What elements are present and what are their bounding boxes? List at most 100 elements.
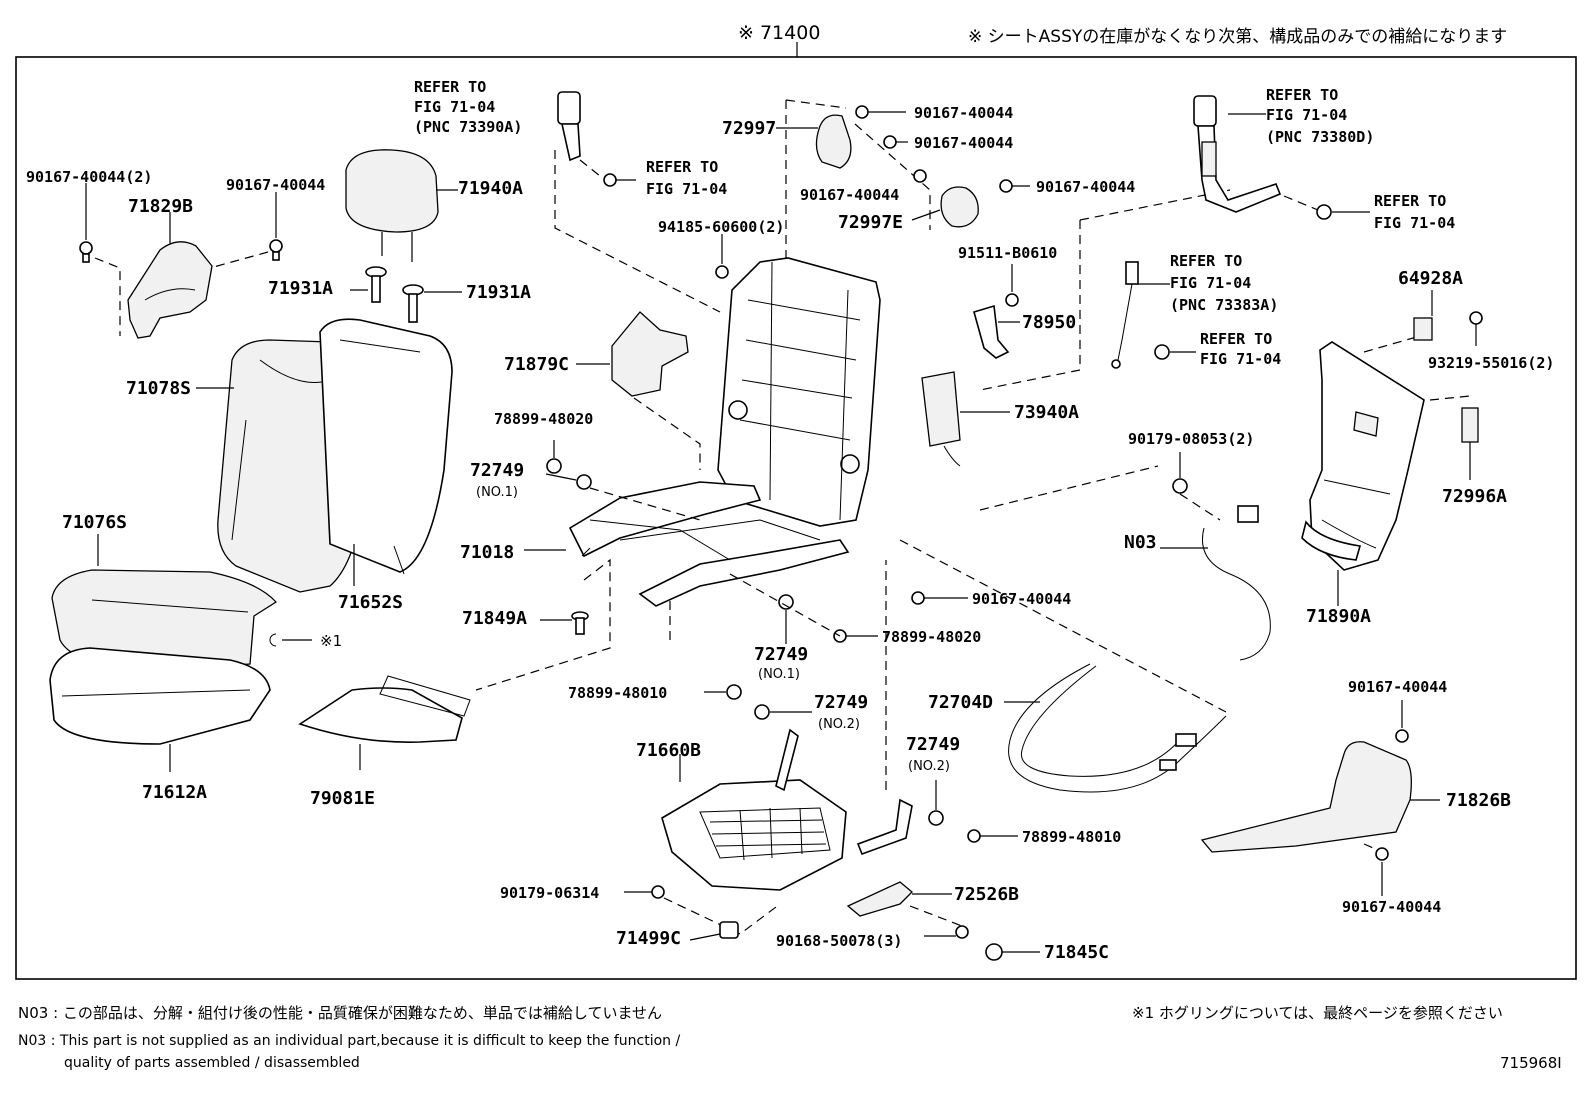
- nut-icon: [754, 704, 812, 720]
- seat-belt-buckle: [1193, 95, 1282, 213]
- bolt-icon: [1005, 293, 1019, 307]
- seatback-frame-71018: [717, 257, 881, 527]
- label-71829b: 71829B: [128, 196, 193, 217]
- clip-71845c: [985, 943, 1003, 961]
- label-90179-08053: 90179-08053(2): [1128, 430, 1254, 448]
- bolt-icon: [1375, 847, 1389, 861]
- label-90168-50078: 90168-50078(3): [776, 932, 902, 950]
- label-90167-40044-e: 90167-40044: [1036, 178, 1135, 196]
- label-71845c: 71845C: [1044, 942, 1109, 963]
- label-72749-b: 72749: [754, 644, 808, 665]
- assembly-number: ※ 71400: [738, 22, 821, 44]
- label-72997: 72997: [722, 118, 776, 139]
- cable-72704d: [1004, 663, 1227, 793]
- label-71879c: 71879C: [504, 354, 569, 375]
- label-78899-48010-b: 78899-48010: [1022, 828, 1121, 846]
- label-64928a: 64928A: [1398, 268, 1463, 289]
- label-78899-48020-b: 78899-48020: [882, 628, 981, 646]
- footnote-n03-en-2: quality of parts assembled / disassemble…: [64, 1055, 360, 1071]
- label-71499c: 71499C: [616, 928, 681, 949]
- label-90167-40044-2: 90167-40044(2): [26, 168, 152, 186]
- handle-72996a: [1461, 407, 1479, 443]
- label-71890a: 71890A: [1306, 606, 1371, 627]
- pad-79081e: [298, 675, 471, 770]
- label-90167-40044-d: 90167-40044: [800, 186, 899, 204]
- header-note: ※ シートASSYの在庫がなくなり次第、構成品のみでの補給になります: [968, 27, 1508, 47]
- label-71652s: 71652S: [338, 592, 403, 613]
- nut-icon: [704, 684, 742, 700]
- cover-73940a: [921, 371, 1010, 467]
- label-71076s: 71076S: [62, 512, 127, 533]
- label-71931a-left: 71931A: [268, 278, 333, 299]
- label-71018: 71018: [460, 542, 514, 563]
- bolt-icon: [833, 629, 878, 643]
- label-no1-a: (NO.1): [476, 485, 518, 500]
- label-71660b: 71660B: [636, 740, 701, 761]
- label-refer-fig-1: FIG 71-04: [414, 98, 495, 116]
- label-refer-fig-6: FIG 71-04: [1200, 350, 1281, 368]
- label-refer-fig-4: FIG 71-04: [1374, 214, 1455, 232]
- bolt-icon: [999, 179, 1030, 193]
- nut-icon: [546, 458, 562, 474]
- nut-icon: [1172, 478, 1188, 494]
- label-78899-48010-a: 78899-48010: [568, 684, 667, 702]
- nut-icon: [715, 265, 729, 279]
- bolt-icon: [911, 591, 968, 605]
- bolt-icon: [603, 173, 636, 187]
- label-90167-40044-b: 90167-40044: [914, 104, 1013, 122]
- label-refer-pnc-1: (PNC 73390A): [414, 118, 522, 136]
- label-71826b: 71826B: [1446, 790, 1511, 811]
- label-refer-to-5: REFER TO: [1170, 252, 1242, 270]
- label-n03: N03: [1124, 532, 1157, 553]
- figure-id: 715968I: [1500, 1054, 1562, 1072]
- label-90167-40044-h: 90167-40044: [1342, 898, 1441, 916]
- bolt-icon: [79, 241, 93, 263]
- nut-icon: [1316, 204, 1332, 220]
- footnote-n03-en-1: N03 : This part is not supplied as an in…: [18, 1033, 681, 1049]
- side-cover-71826b: [1200, 741, 1440, 853]
- guide-71931a-left: [350, 266, 387, 303]
- diagram-frame: [15, 56, 1577, 980]
- label-x1: ※1: [320, 632, 342, 650]
- label-72749-a: 72749: [470, 460, 524, 481]
- cover-72526b: [846, 881, 952, 917]
- label-72749-c: 72749: [814, 692, 868, 713]
- cover-71879c: [576, 311, 689, 397]
- label-no1-b: (NO.1): [758, 667, 800, 682]
- label-71612a: 71612A: [142, 782, 207, 803]
- guide-71931a-right: [402, 284, 462, 323]
- label-79081e: 79081E: [310, 788, 375, 809]
- pin-icon: [571, 611, 589, 635]
- bolt-icon: [855, 105, 906, 119]
- label-90179-06314: 90179-06314: [500, 884, 599, 902]
- label-90167-40044-g: 90167-40044: [1348, 678, 1447, 696]
- nut-icon: [545, 473, 592, 490]
- clip-64928a: [1413, 317, 1433, 341]
- label-no2-b: (NO.2): [908, 759, 950, 774]
- label-72526b: 72526B: [954, 884, 1019, 905]
- bolt-icon: [913, 169, 927, 183]
- nut-icon: [928, 810, 944, 826]
- label-refer-pnc-5: (PNC 73383A): [1170, 296, 1278, 314]
- label-refer-to-3: REFER TO: [1266, 86, 1338, 104]
- cover-71829b: [127, 241, 213, 339]
- label-72749-d: 72749: [906, 734, 960, 755]
- label-refer-fig-5: FIG 71-04: [1170, 274, 1251, 292]
- label-90167-40044-c: 90167-40044: [914, 134, 1013, 152]
- label-94185-60600: 94185-60600(2): [658, 218, 784, 236]
- seat-belt-buckle: [557, 91, 581, 162]
- label-90167-40044: 90167-40044: [226, 176, 325, 194]
- label-72704d: 72704D: [928, 692, 993, 713]
- label-78899-48020-a: 78899-48020: [494, 410, 593, 428]
- headrest-71940a: [345, 149, 458, 262]
- label-refer-pnc-3: (PNC 73380D): [1266, 128, 1374, 146]
- bolt-icon: [967, 829, 1018, 843]
- label-91511-b0610: 91511-B0610: [958, 244, 1057, 262]
- cap-71499c: [689, 921, 739, 941]
- cable-73383a: [1111, 261, 1170, 369]
- seatback-pad-71652s: [319, 318, 453, 586]
- label-refer-to-4: REFER TO: [1374, 192, 1446, 210]
- bolt-icon: [1154, 344, 1196, 360]
